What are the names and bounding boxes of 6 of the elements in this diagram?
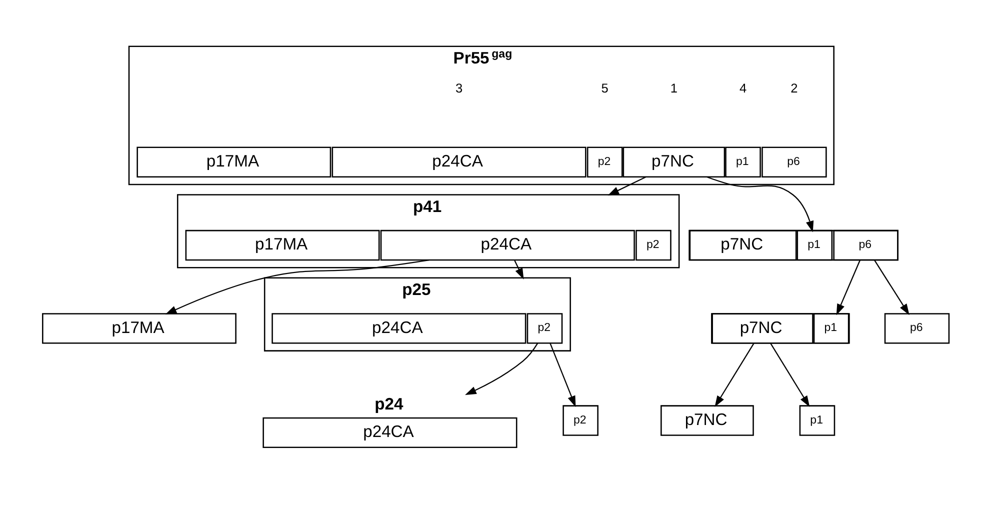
node-label: p24 xyxy=(374,394,404,414)
label: 3 xyxy=(455,80,463,95)
label: 2 xyxy=(790,80,798,95)
label: 5 xyxy=(601,80,608,95)
label: 1 xyxy=(670,80,678,95)
label: 4 xyxy=(739,80,747,95)
